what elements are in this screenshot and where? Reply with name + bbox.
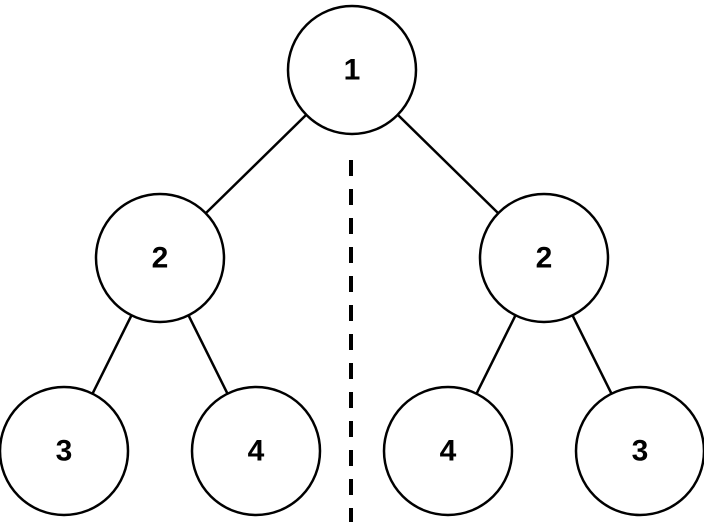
tree-edge	[204, 113, 308, 215]
tree-edge	[475, 314, 517, 395]
tree-edge	[187, 314, 229, 395]
tree-node-label: 2	[536, 242, 553, 275]
tree-node-label: 3	[632, 435, 649, 468]
tree-edge	[571, 314, 613, 395]
tree-node-circle	[478, 192, 610, 324]
tree-node: 4	[190, 385, 322, 517]
tree-edge	[396, 113, 500, 215]
tree-node: 2	[478, 192, 610, 324]
tree-edge	[91, 314, 133, 395]
tree-node: 3	[0, 385, 130, 517]
tree-node-circle	[0, 385, 130, 517]
tree-node-label: 1	[344, 54, 361, 87]
tree-node-circle	[574, 385, 704, 517]
tree-node-circle	[382, 385, 514, 517]
tree-node: 2	[94, 192, 226, 324]
tree-node: 1	[286, 4, 418, 136]
tree-node: 3	[574, 385, 704, 517]
tree-node-circle	[94, 192, 226, 324]
tree-node-label: 2	[152, 242, 169, 275]
tree-node: 4	[382, 385, 514, 517]
tree-edges	[91, 113, 613, 395]
tree-node-circle	[190, 385, 322, 517]
tree-node-label: 4	[440, 435, 457, 468]
tree-nodes: 1 2 2 3 4 4 3	[0, 4, 704, 517]
tree-node-label: 3	[56, 435, 73, 468]
tree-node-label: 4	[248, 435, 265, 468]
tree-node-circle	[286, 4, 418, 136]
